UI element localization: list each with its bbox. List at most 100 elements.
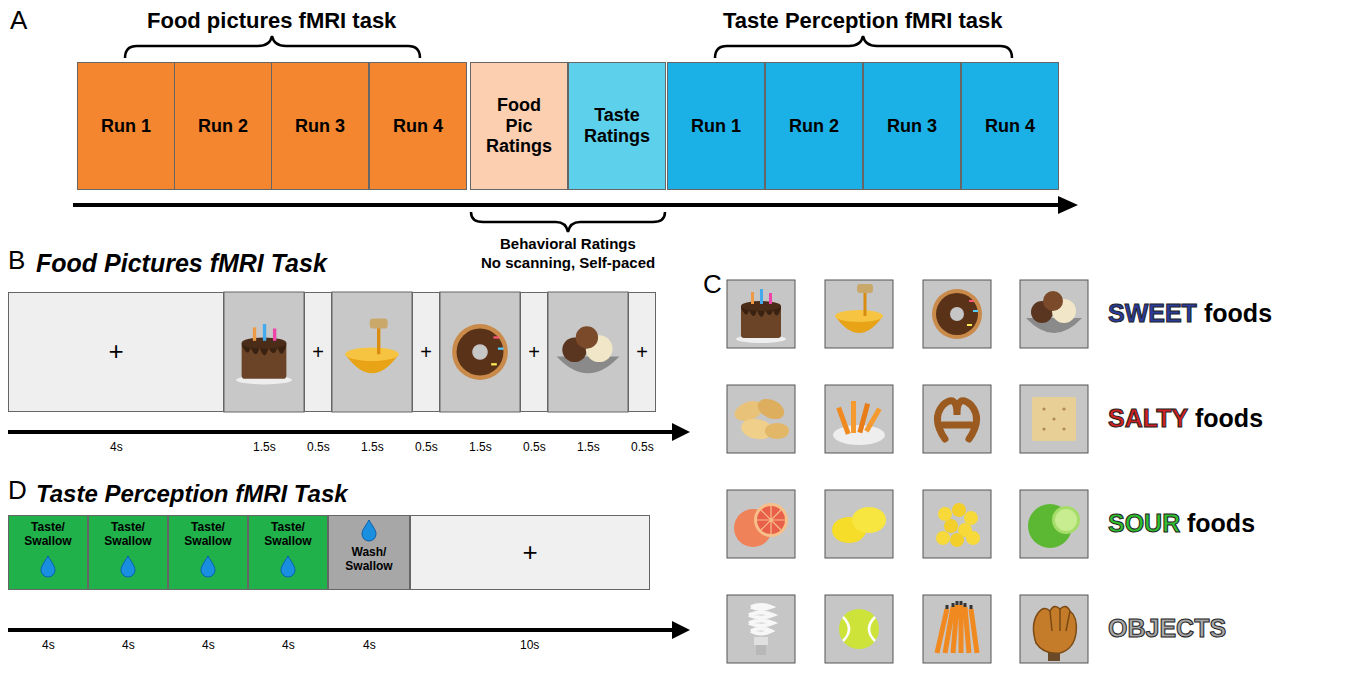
node-text: Wash/ Swallow <box>339 546 399 574</box>
art-polygon <box>1058 196 1078 214</box>
label-slot: 4s <box>42 639 55 653</box>
art-use <box>1033 606 1076 661</box>
run-box: Run 4 <box>961 62 1059 190</box>
node-text: Run 4 <box>985 116 1035 137</box>
node-text: Taste Ratings <box>580 105 654 146</box>
task-heading: Food pictures fMRI task <box>147 8 396 33</box>
taste-box: Taste/ Swallow <box>168 515 248 590</box>
art-use <box>41 556 55 577</box>
art-rect <box>727 280 795 348</box>
art-use <box>1026 291 1082 333</box>
run-box: Run 2 <box>765 62 863 190</box>
node-text: Taste/ Swallow <box>18 521 78 549</box>
art-use <box>345 318 399 373</box>
bracket-note: Behavioral Ratings <box>500 235 636 252</box>
node-text: + <box>636 341 648 364</box>
duration-label: 4s <box>42 639 55 653</box>
art-use <box>236 324 292 384</box>
art-use <box>937 401 976 439</box>
label-slot: 0.5s <box>415 441 438 455</box>
category-word: SWEET <box>1108 299 1197 328</box>
art-use <box>937 601 977 653</box>
category-word: foods <box>1195 404 1263 433</box>
category-word: SOUR <box>1108 509 1180 538</box>
art-polygon <box>672 423 690 441</box>
art-rect <box>224 292 304 412</box>
art-use <box>734 503 788 547</box>
fixation-box: + <box>8 292 224 412</box>
food-picture-strip <box>224 292 628 412</box>
art-rect <box>1020 595 1088 663</box>
timeline-arrow-d <box>8 621 690 639</box>
panel-letter: B <box>8 246 25 276</box>
panel-letter: D <box>8 476 27 506</box>
label-slot: No scanning, Self-paced <box>481 254 655 271</box>
art-path <box>715 36 1012 58</box>
label-slot: 0.5s <box>631 441 654 455</box>
panel-title: Taste Perception fMRI Task <box>36 480 348 508</box>
art-use <box>736 289 786 343</box>
node-text: Run 1 <box>101 116 151 137</box>
rating-box: Food Pic Ratings <box>470 62 568 190</box>
art-use <box>749 605 773 655</box>
art-rect <box>1020 280 1088 348</box>
taste-box: Taste/ Swallow <box>248 515 328 590</box>
brace <box>125 36 1012 232</box>
art-path <box>125 36 420 58</box>
wash-box: Wash/ Swallow <box>328 515 410 590</box>
run-box: Run 1 <box>667 62 765 190</box>
label-slot: 4s <box>110 441 123 455</box>
duration-label: 0.5s <box>307 441 330 455</box>
label-slot: 0.5s <box>307 441 330 455</box>
art-use <box>1028 504 1080 548</box>
label-slot: Food pictures fMRI task <box>147 8 396 33</box>
label-slot: Food Pictures fMRI Task <box>36 249 327 278</box>
timeline-arrow-b <box>8 423 690 441</box>
run-box: Run 2 <box>174 62 272 190</box>
art-rect <box>727 385 795 453</box>
category-word: SALTY <box>1108 404 1188 433</box>
label-slot: 1.5s <box>469 441 492 455</box>
label-slot: D <box>8 476 27 506</box>
art-rect <box>825 490 893 558</box>
node-text: + <box>522 538 537 568</box>
fixation-box: + <box>412 292 440 412</box>
art-line <box>73 203 1062 207</box>
duration-label: 4s <box>202 639 215 653</box>
label-slot: 4s <box>282 639 295 653</box>
label-slot: SOUR <box>1108 509 1180 538</box>
art-rect <box>923 595 991 663</box>
art-line <box>8 628 676 632</box>
label-slot: SALTY <box>1108 404 1188 433</box>
taste-box: Taste/ Swallow <box>8 515 88 590</box>
duration-label: 4s <box>282 639 295 653</box>
art-use <box>557 326 620 373</box>
duration-label: 4s <box>110 441 123 455</box>
duration-label: 4s <box>122 639 135 653</box>
label-slot: Taste Perception fMRI task <box>723 8 1003 33</box>
label-slot: foods <box>1187 509 1255 538</box>
art-use <box>839 609 879 649</box>
art-rect <box>923 385 991 453</box>
panel-letter: A <box>10 6 27 36</box>
node-text: Run 4 <box>393 116 443 137</box>
art-rect <box>548 292 628 412</box>
node-text: Taste/ Swallow <box>258 521 318 549</box>
label-slot: 4s <box>202 639 215 653</box>
run-box: Run 3 <box>271 62 369 190</box>
node-text: Taste/ Swallow <box>178 521 238 549</box>
art-rect <box>923 280 991 348</box>
art-rect <box>825 385 893 453</box>
category-word: foods <box>1204 299 1272 328</box>
art-rect <box>1020 385 1088 453</box>
label-slot: 1.5s <box>253 441 276 455</box>
art-use <box>362 520 376 541</box>
node-text: + <box>108 337 123 367</box>
label-slot: 10s <box>520 639 539 653</box>
art-use <box>121 556 135 577</box>
timeline-arrow-a <box>73 196 1078 214</box>
label-slot: SWEET <box>1108 299 1197 328</box>
label-slot: Behavioral Ratings <box>500 235 636 252</box>
fixation-box: + <box>628 292 656 412</box>
